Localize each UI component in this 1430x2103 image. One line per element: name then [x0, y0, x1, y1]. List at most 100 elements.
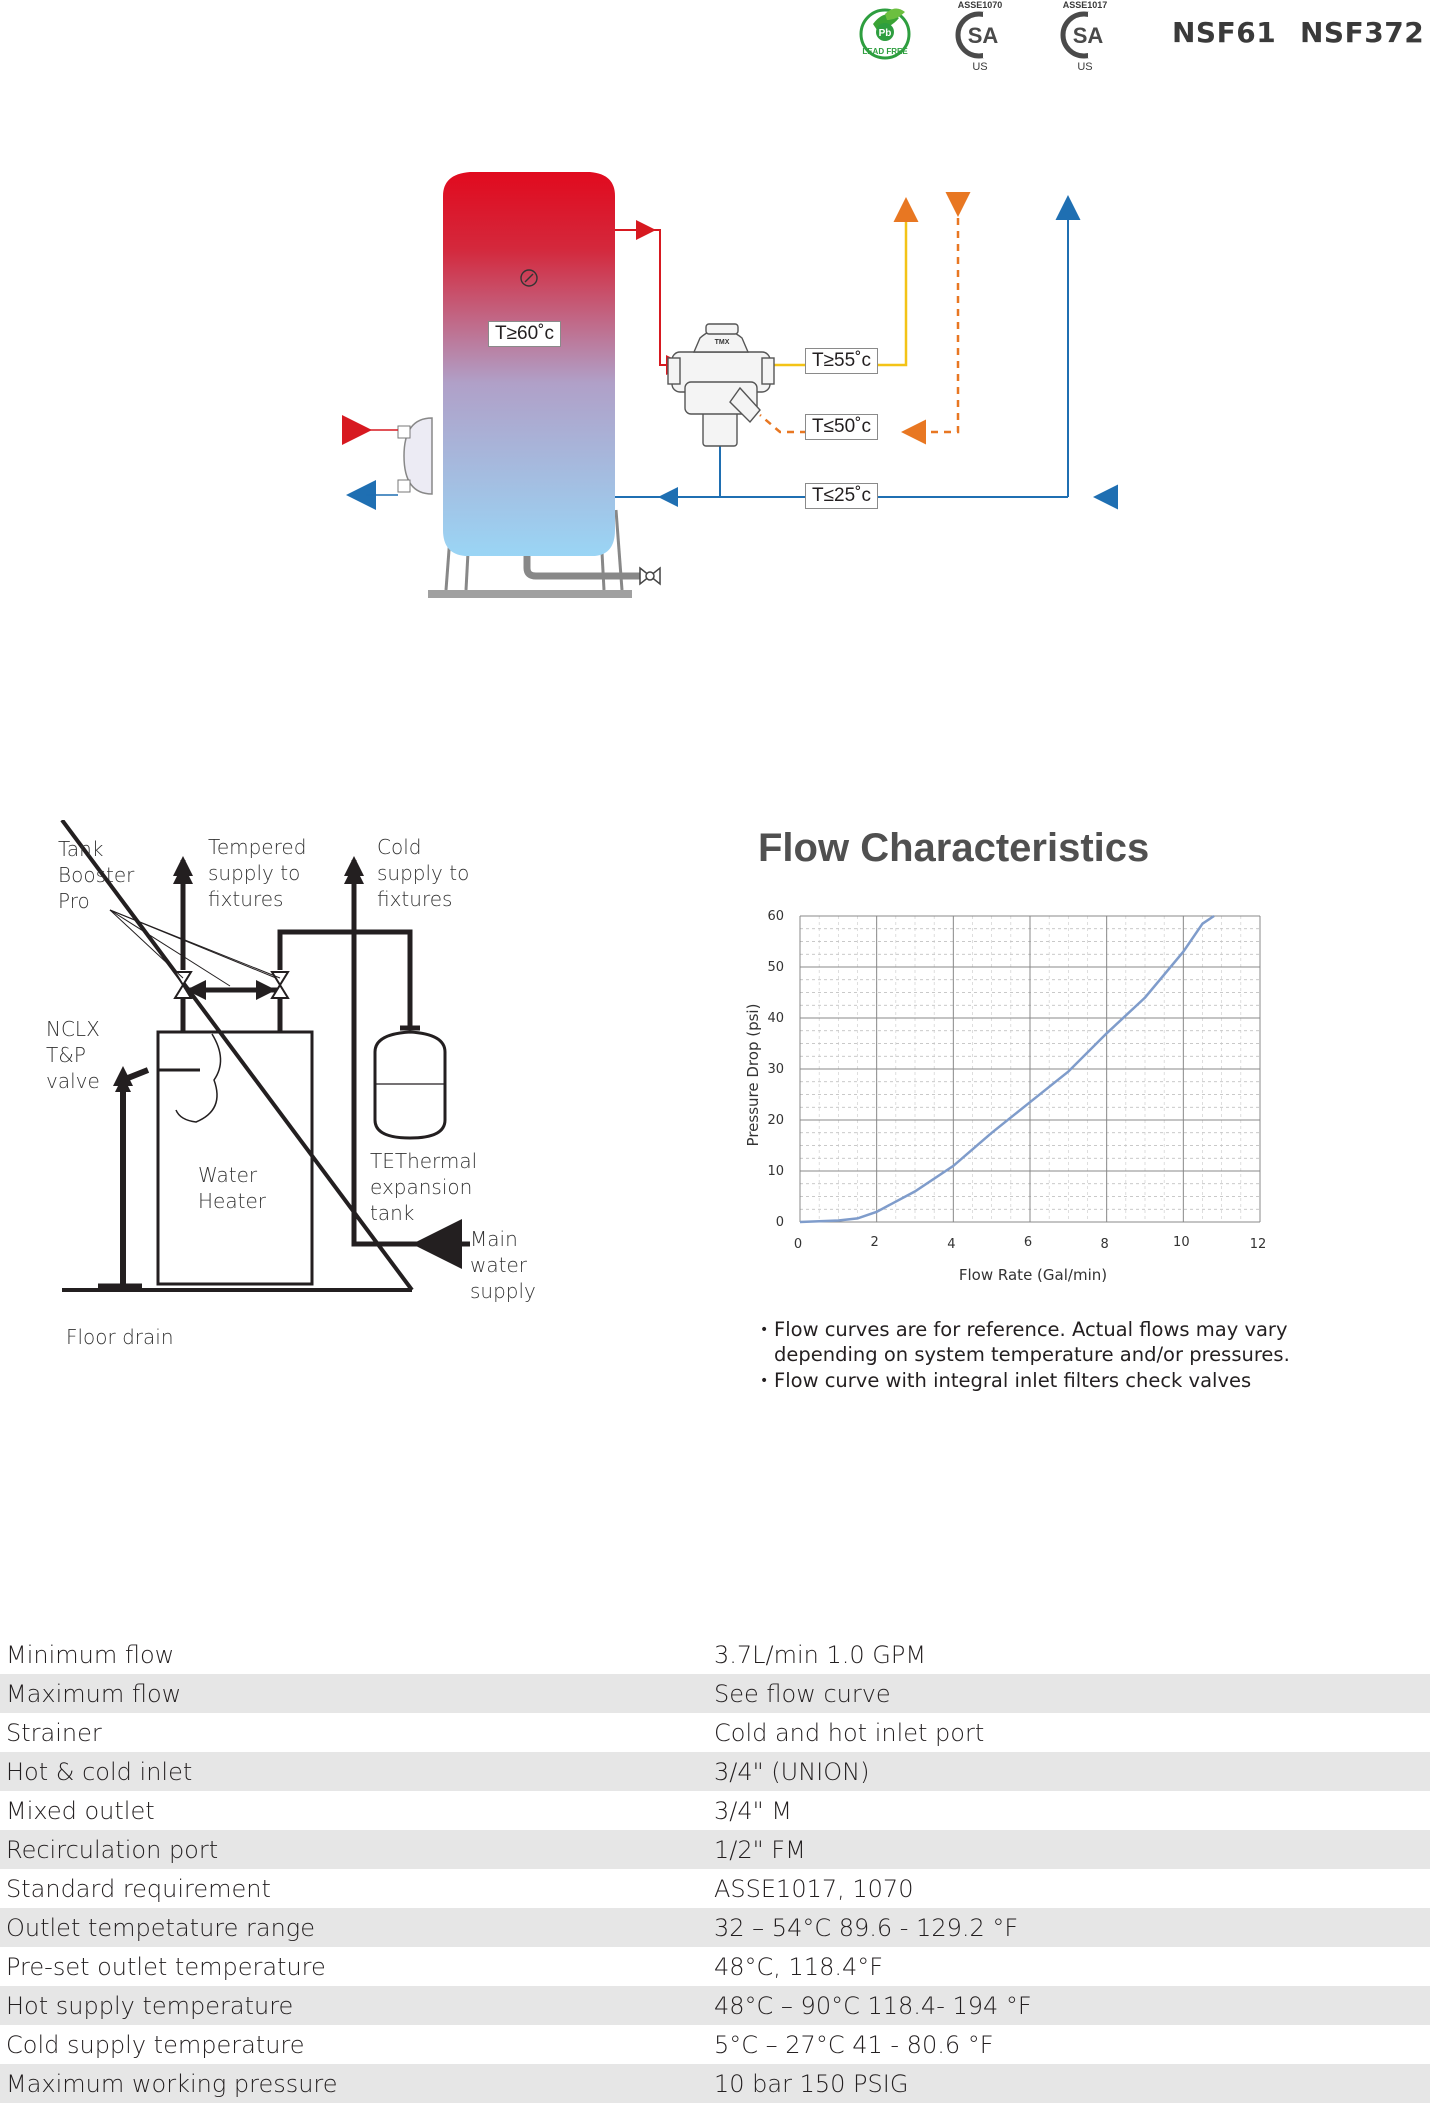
spec-row: Mixed outlet 3/4" M [0, 1791, 1430, 1830]
expansion-tank-label: TEThermal expansion tank [370, 1149, 478, 1225]
y-tick-label: 30 [767, 1062, 784, 1077]
x-axis-label: Flow Rate (Gal/min) [959, 1266, 1107, 1284]
bullet-icon: • [760, 1322, 769, 1338]
tank-base [428, 590, 632, 598]
spec-row: Outlet tempetature range 32 – 54°C 89.6 -… [0, 1908, 1430, 1947]
return-pipe [905, 205, 960, 434]
water-tank [443, 172, 615, 556]
csa-mark-text: SA [968, 23, 999, 48]
lead-free-text: LEAD FREE [862, 47, 908, 56]
spec-value: 1/2" FM [714, 1835, 806, 1864]
flow-chart-title: Flow Characteristics [758, 826, 1150, 870]
spec-label: Recirculation port [6, 1835, 219, 1864]
spec-value: 3.7L/min 1.0 GPM [714, 1640, 927, 1669]
spec-value: Cold and hot inlet port [714, 1718, 985, 1747]
nclx-valve-label: NCLX T&P valve [46, 1017, 100, 1093]
spec-value: 10 bar 150 PSIG [714, 2069, 909, 2098]
drain-arrow-icon [115, 1076, 131, 1092]
cold-supply-label: Cold supply to fixtures [377, 835, 470, 911]
lead-free-mark: Pb [879, 28, 892, 39]
spec-table: Minimum flow 3.7L/min 1.0 GPM Maximum flow… [0, 1635, 1430, 2103]
csa-badge-2: ASSE1017 SA US [1060, 0, 1120, 80]
cold-temp-label: T≤25˚c [805, 483, 878, 509]
cold-arrow-icon [344, 856, 364, 876]
flow-curve-line [799, 914, 1215, 1224]
return-temp-label: T≤50˚c [805, 414, 878, 440]
x-tick-label: 12 [1250, 1237, 1267, 1252]
hot-pipe [615, 229, 685, 366]
mixing-valve-icon: TMX [667, 323, 775, 447]
drain-pipe [523, 550, 640, 580]
x-tick-label: 6 [1024, 1235, 1032, 1250]
spec-label: Outlet tempetature range [6, 1913, 315, 1942]
x-tick-label: 4 [947, 1237, 955, 1252]
y-tick-label: 40 [767, 1011, 784, 1026]
installation-schematic: Tank Booster Pro Tempered supply to fixt… [0, 818, 560, 1360]
csa-standard-label: ASSE1070 [957, 0, 1003, 10]
drain-valve-icon [639, 566, 661, 586]
spec-label: Mixed outlet [6, 1796, 155, 1825]
spec-label: Standard requirement [6, 1874, 271, 1903]
tank-booster-label: Tank Booster Pro [58, 837, 135, 913]
csa-mark-text: SA [1073, 23, 1104, 48]
spec-label: Strainer [6, 1718, 102, 1747]
y-axis-label: Pressure Drop (psi) [744, 1004, 762, 1147]
spec-value: 3/4" (UNION) [714, 1757, 870, 1786]
bullet-icon: • [760, 1373, 769, 1389]
note-text: depending on system temperature and/or p… [774, 1343, 1290, 1366]
spec-label: Pre-set outlet temperature [6, 1952, 326, 1981]
lead-free-badge: Pb LEAD FREE [855, 2, 915, 62]
spec-label: Maximum working pressure [6, 2069, 338, 2098]
floor-drain-label: Floor drain [66, 1325, 174, 1349]
spec-label: Maximum flow [6, 1679, 182, 1708]
gauge-icon [520, 269, 538, 287]
spec-row: Strainer Cold and hot inlet port [0, 1713, 1430, 1752]
csa-us-label: US [1077, 61, 1093, 73]
spec-value: 48°C, 118.4°F [714, 1952, 884, 1981]
nsf372-label: NSF372 [1300, 16, 1425, 49]
water-heater-label: Water Heater [198, 1163, 266, 1213]
x-tick-label: 2 [871, 1235, 879, 1250]
note-text: Flow curves are for reference. Actual fl… [774, 1318, 1288, 1341]
spec-value: 3/4" M [714, 1796, 792, 1825]
flow-note-1b: depending on system temperature and/or p… [774, 1342, 1290, 1367]
csa-mark-icon: SA [1060, 11, 1110, 59]
spec-value: 32 – 54°C 89.6 - 129.2 °F [714, 1913, 1019, 1942]
note-text: Flow curve with integral inlet filters c… [774, 1369, 1252, 1392]
spec-label: Hot & cold inlet [6, 1757, 193, 1786]
csa-badge-1: ASSE1070 SA US [955, 0, 1015, 80]
x-tick-label: 8 [1101, 1237, 1109, 1252]
spec-row: Pre-set outlet temperature 48°C, 118.4°F [0, 1947, 1430, 1986]
csa-mark-icon: SA [955, 11, 1005, 59]
y-tick-label: 60 [767, 909, 784, 924]
y-tick-label: 50 [767, 960, 784, 975]
spec-label: Minimum flow [6, 1640, 175, 1669]
spec-value: 5°C – 27°C 41 - 80.6 °F [714, 2030, 994, 2059]
mixed-outlet-pipe [760, 200, 908, 367]
spec-row: Hot & cold inlet 3/4" (UNION) [0, 1752, 1430, 1791]
y-tick-label: 20 [767, 1113, 784, 1128]
tank-temp-label: T≥60˚c [488, 321, 561, 347]
x-tick-label: 10 [1173, 1235, 1190, 1250]
tempered-arrow-icon [173, 856, 193, 876]
lead-free-icon: Pb LEAD FREE [859, 8, 911, 60]
tank-side-nozzles [397, 417, 433, 495]
flow-note-1: • Flow curves are for reference. Actual f… [760, 1317, 1288, 1343]
chart-grid [799, 915, 1261, 1223]
spec-label: Cold supply temperature [6, 2030, 305, 2059]
installation-diagram: TMX T≥60˚c T≥55˚c T≤50˚c T≤25˚c [0, 160, 1430, 620]
nsf61-label: NSF61 [1172, 16, 1277, 49]
spec-value: See flow curve [714, 1679, 891, 1708]
installation-diagram-svg: TMX [342, 172, 1118, 598]
spec-label: Hot supply temperature [6, 1991, 294, 2020]
y-tick-label: 0 [776, 1215, 784, 1230]
spec-row: Recirculation port 1/2" FM [0, 1830, 1430, 1869]
spec-row: Minimum flow 3.7L/min 1.0 GPM [0, 1635, 1430, 1674]
csa-us-label: US [972, 61, 988, 73]
spec-row: Cold supply temperature 5°C – 27°C 41 - 8… [0, 2025, 1430, 2064]
y-tick-label: 10 [767, 1164, 784, 1179]
spec-row: Maximum working pressure 10 bar 150 PSIG [0, 2064, 1430, 2103]
